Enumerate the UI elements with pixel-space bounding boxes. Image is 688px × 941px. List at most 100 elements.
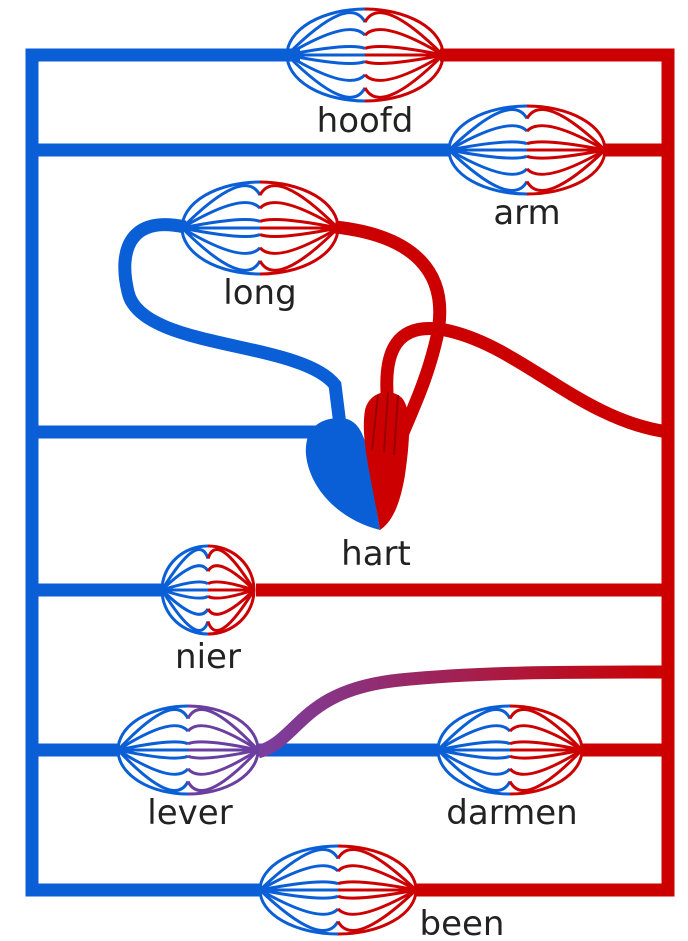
capillary-line [448,148,529,176]
capillary-line [186,724,259,752]
capillary-line [117,724,190,752]
capillary-line [336,888,418,932]
aorta-vessel [380,322,669,439]
heart-right-side [305,418,380,530]
capillary-line [207,588,255,600]
capillary-line [436,708,512,752]
capillary-line [186,748,259,776]
capillary-line [117,740,189,752]
label-lever: lever [147,793,232,833]
capillary-line [508,708,584,752]
capillary-line [259,880,339,892]
capillary-line [285,53,367,99]
capillary-line [259,888,339,900]
hepatic-artery-vessel [255,665,669,759]
capillary-line [286,45,366,57]
capillary-outline [258,844,339,936]
capillary-outline [364,7,445,103]
capillary-line [508,724,583,752]
capillary-outline [436,704,511,796]
capillary-line [337,880,417,892]
pulmonary-artery-vessel [118,218,347,426]
capillary-line [509,740,583,752]
capillary-line [437,748,511,760]
capillary-line [525,148,606,176]
capillary-line [258,226,339,255]
label-hart: hart [341,534,411,574]
capillary-line [258,888,340,932]
heart-vessel-strands [371,391,399,456]
label-arm: arm [493,193,560,233]
capillary-bed-long [180,180,340,276]
capillary-line [526,140,606,152]
capillary-line [508,748,584,792]
capillary-line [116,708,190,752]
capillary-beds [116,7,607,936]
label-been: been [420,904,505,941]
capillary-line [436,748,512,792]
capillary-line [161,588,209,600]
capillary-line [259,218,339,230]
capillary-line [117,748,190,776]
capillary-line [363,28,444,57]
capillary-outline [526,104,607,196]
label-long: long [223,273,296,313]
capillary-line [437,740,511,752]
capillary-line [186,708,260,752]
capillary-line [509,748,583,760]
capillary-line [525,124,606,152]
capillary-line [363,11,445,57]
capillary-line [448,140,528,152]
capillary-line [259,226,339,238]
capillary-line [285,11,367,57]
capillary-line [525,148,607,192]
capillary-bed-nier [160,544,256,636]
capillary-line [448,148,528,160]
capillary-line [207,580,255,592]
capillary-line [181,201,262,230]
capillary-line [508,748,583,776]
capillary-line [117,748,189,760]
capillary-line [258,848,340,892]
capillary-line [336,848,418,892]
capillary-line [160,588,210,616]
capillary-line [447,148,529,192]
capillary-line [364,53,444,65]
capillary-line [187,748,259,760]
capillary-outline [187,704,260,796]
capillary-bed-arm [447,104,607,196]
capillary-outline [116,704,189,796]
capillary-line [363,53,444,82]
capillary-outline [259,180,340,276]
capillary-line [187,740,259,752]
capillary-outline [447,104,528,196]
label-nier: nier [175,637,241,677]
capillary-bed-been [258,844,418,936]
label-hoofd: hoofd [317,101,414,141]
capillary-bed-lever [116,704,260,796]
capillary-line [258,184,340,230]
capillary-outline [207,544,256,636]
capillary-line [336,888,417,916]
capillary-line [448,124,529,152]
label-darmen: darmen [446,793,577,833]
capillary-line [336,864,417,892]
heart-shape [305,391,410,530]
capillary-line [258,226,340,272]
capillary-line [525,108,607,152]
pulmonary-vein-vessel [334,220,447,443]
capillary-line [206,548,256,591]
capillary-line [258,201,339,230]
blood-vessels [25,48,675,897]
capillary-line [337,888,417,900]
capillary-line [160,589,210,632]
capillary-bed-hoofd [285,7,445,103]
capillary-line [259,864,340,892]
capillary-line [437,748,512,776]
capillary-line [160,564,210,592]
capillary-outline [337,844,418,936]
venous-main-vessel [25,48,300,897]
arterial-main-vessel [415,48,675,897]
capillary-line [364,45,444,57]
